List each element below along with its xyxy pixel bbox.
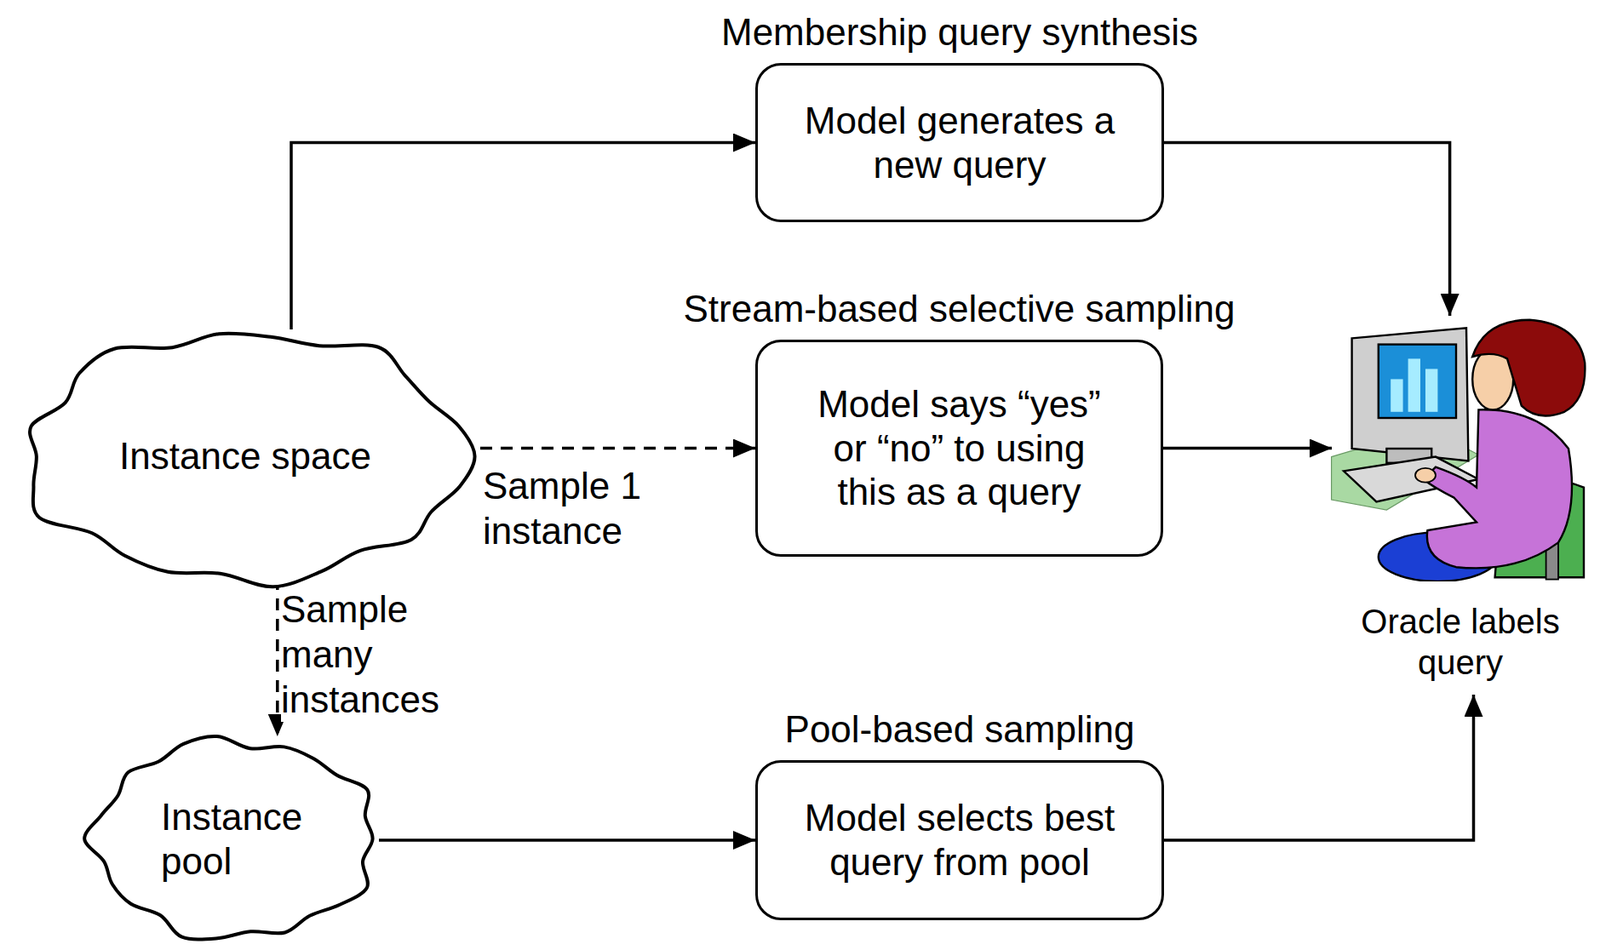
box-text: Model generates a new query [780,98,1139,188]
chart-bar [1425,368,1438,412]
box-heading: Pool-based sampling [785,707,1136,752]
cloud-label: Instance space [49,434,442,479]
hand [1415,468,1436,483]
dashed-arrow [439,447,756,451]
shirt [1423,409,1572,568]
process-box: Model generates a new queryMembership qu… [755,63,1165,223]
oracle-illustration [1328,315,1589,582]
arrow [1163,447,1332,451]
edge-label: Sample many instances [281,587,440,723]
monitor-back [1352,327,1469,461]
instance-space-cloud: Instance space [15,326,476,587]
process-box: Model selects best query from poolPool-b… [755,760,1165,921]
process-box: Model says “yes” or “no” to using this a… [755,339,1164,557]
box-text: Model says “yes” or “no” to using this a… [803,382,1115,516]
oracle-node: Oracle labels query [1328,315,1593,695]
chart-bar [1408,358,1421,412]
cloud-shape [29,333,476,588]
box-heading: Membership query synthesis [721,10,1199,55]
monitor-screen [1378,344,1457,419]
hair [1472,320,1585,417]
rounded-box: Model generates a new query [755,63,1165,223]
chart-bar [1390,378,1403,412]
arrow [1164,694,1474,841]
edge-label: Sample 1 instance [482,464,671,555]
oracle-caption: Oracle labels query [1328,601,1593,683]
cloud-outline [86,734,383,944]
box-heading: Stream-based selective sampling [682,286,1235,332]
box-text: Model selects best query from pool [780,796,1139,885]
rounded-box: Model selects best query from pool [755,760,1165,921]
dashed-arrow [275,578,280,737]
cloud-label: Instance pool [160,795,332,884]
rounded-box: Model says “yes” or “no” to using this a… [755,339,1164,557]
instance-pool-cloud: Instance pool [86,734,383,944]
cloud-shape [84,736,373,941]
arrow [378,838,756,843]
